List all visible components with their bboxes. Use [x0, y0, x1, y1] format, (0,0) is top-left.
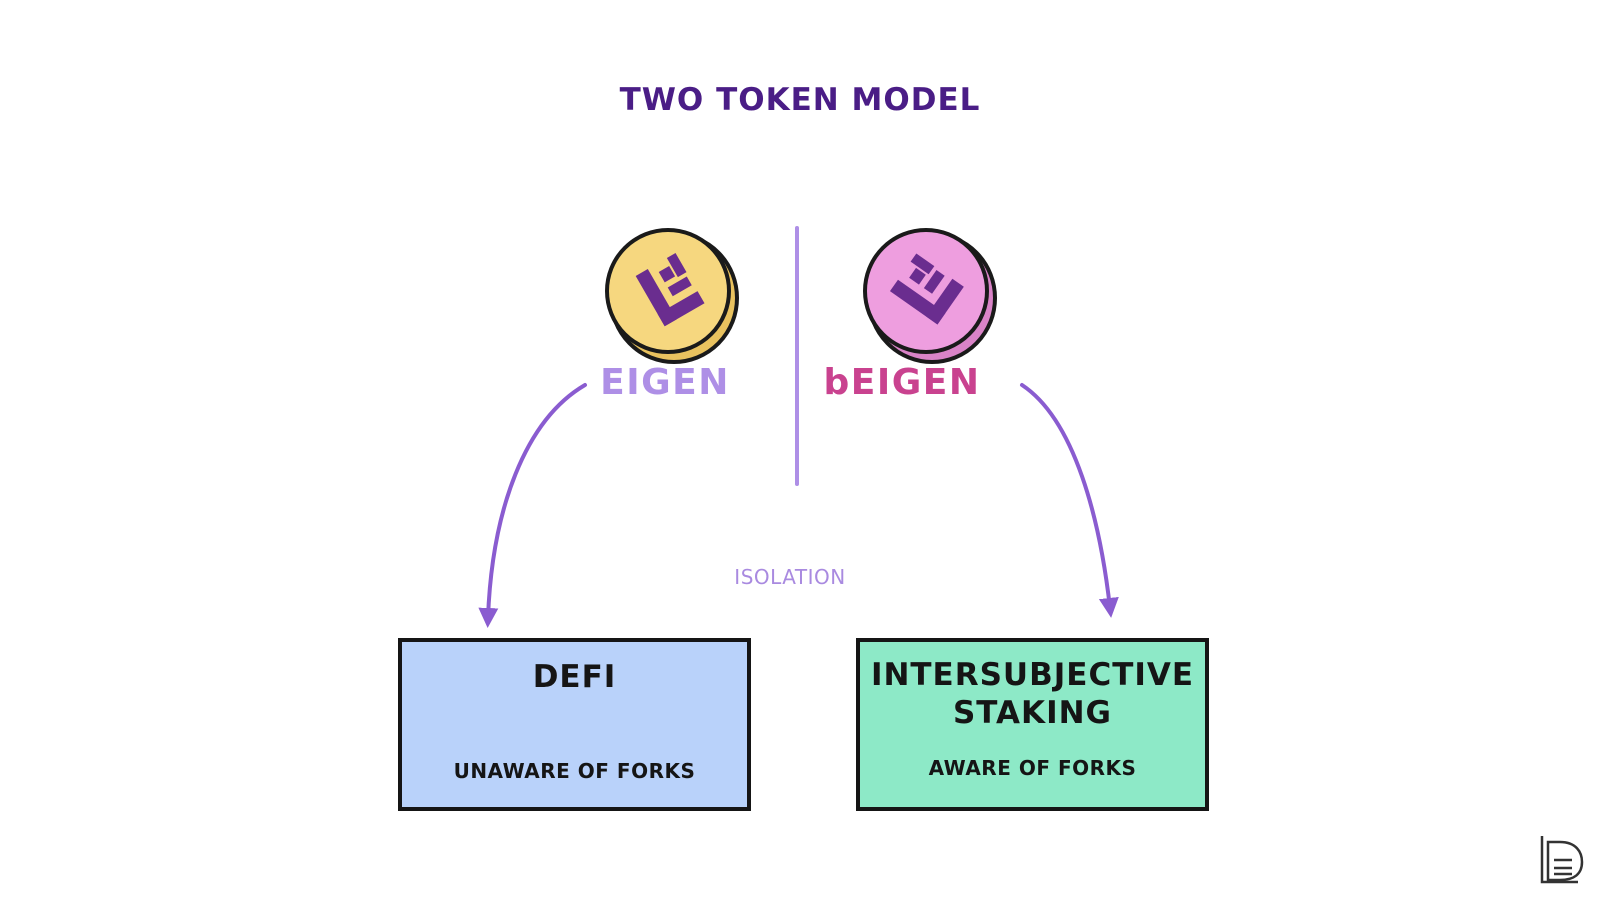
publisher-logo-icon — [1540, 836, 1584, 884]
diagram-title: TWO TOKEN MODEL — [619, 82, 981, 118]
isolation-label: ISOLATION — [734, 565, 846, 589]
arrow-eigen-to-defi — [478, 383, 587, 628]
defi-box-title: DEFI — [532, 659, 617, 695]
intersubjective-title-line2: STAKING — [952, 695, 1112, 731]
intersubjective-staking-box-title: INTERSUBJECTIVE STAKING — [860, 656, 1205, 732]
arrow-beigen-to-intersubjective — [1020, 383, 1119, 618]
intersubjective-staking-box: INTERSUBJECTIVE STAKING AWARE OF FORKS — [856, 638, 1209, 811]
defi-box: DEFI UNAWARE OF FORKS — [398, 638, 751, 811]
eigen-label: EIGEN — [600, 362, 730, 403]
beigen-coin-icon — [863, 228, 997, 364]
beigen-label: bEIGEN — [823, 362, 981, 403]
eigen-coin-icon — [605, 228, 739, 364]
defi-box-subtitle: UNAWARE OF FORKS — [453, 759, 696, 783]
intersubjective-staking-box-subtitle: AWARE OF FORKS — [928, 756, 1137, 780]
intersubjective-title-line1: INTERSUBJECTIVE — [870, 657, 1195, 693]
